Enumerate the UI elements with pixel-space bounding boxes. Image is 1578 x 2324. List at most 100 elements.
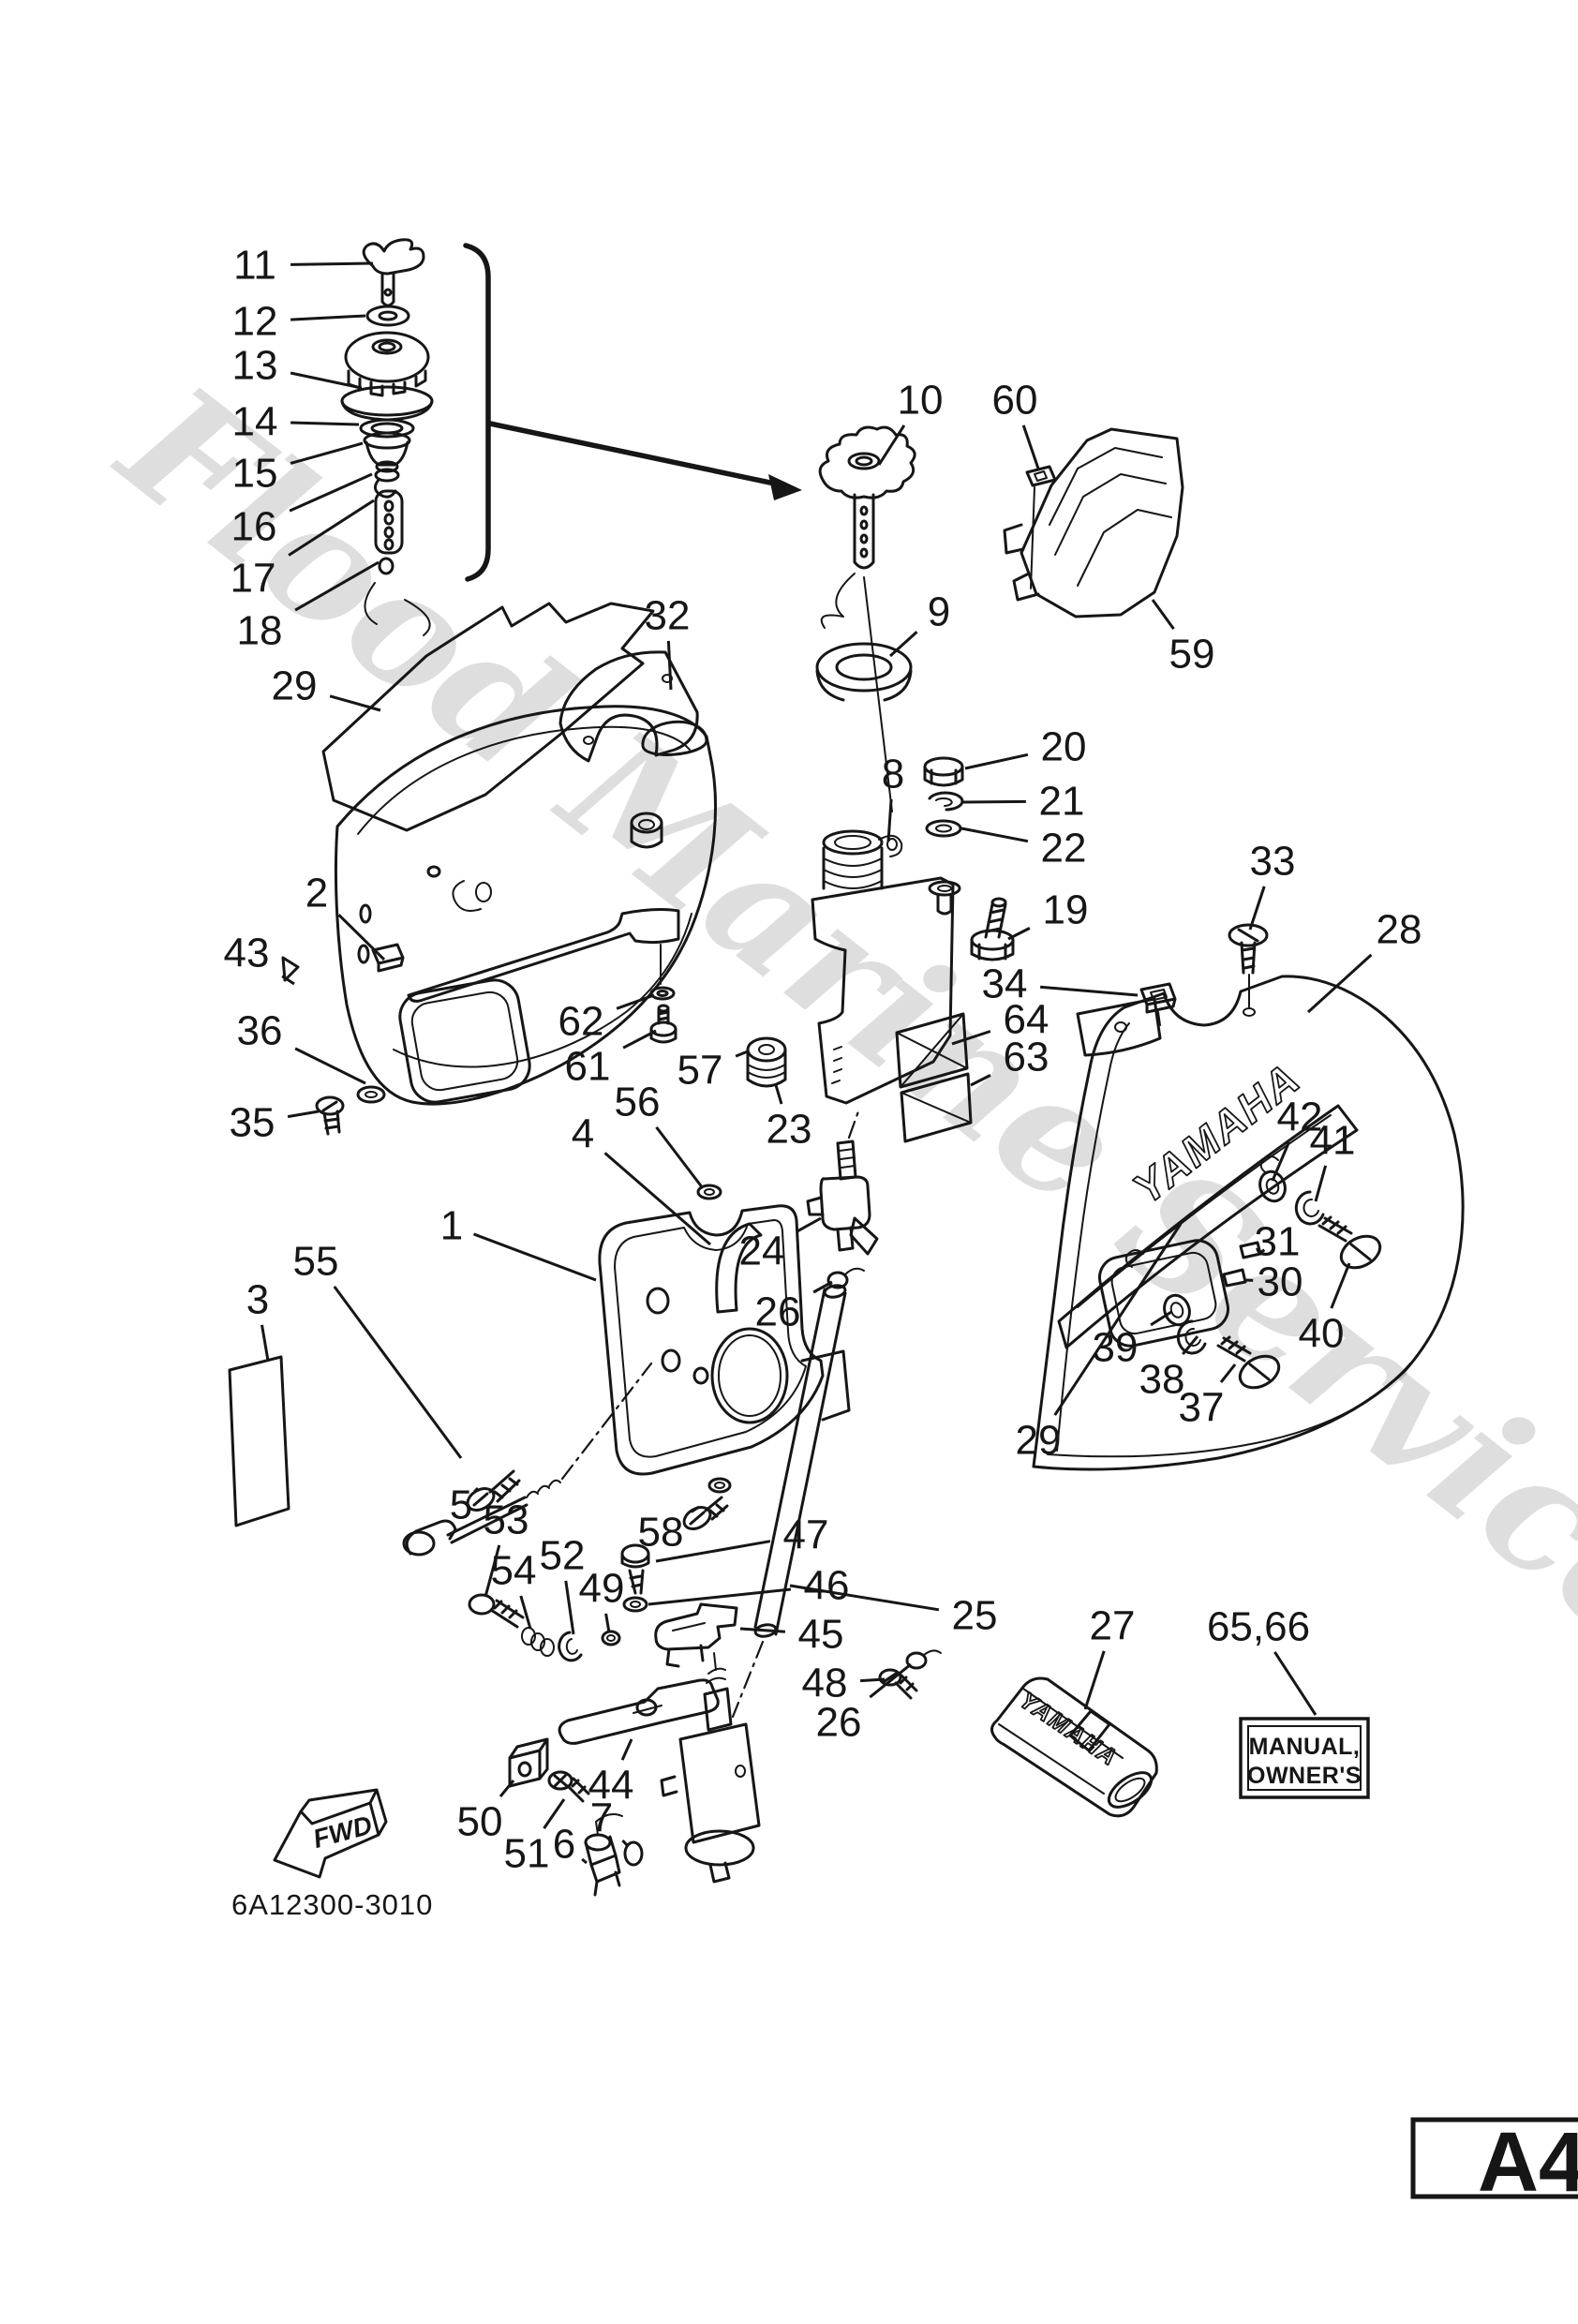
callout-28: 28: [1377, 907, 1422, 953]
spring-54: [521, 1627, 555, 1657]
callout-18: 18: [237, 608, 283, 654]
bolt-53: [468, 1593, 525, 1629]
bracket-45: [654, 1602, 738, 1668]
callout-42: 42: [1277, 1095, 1323, 1140]
lever-44: [558, 1678, 720, 1745]
callout-33: 33: [1250, 839, 1296, 885]
c-washer-52: [558, 1631, 583, 1662]
bracket-59: [1003, 427, 1184, 618]
fuel-cock-24: [806, 1110, 879, 1256]
screw-33: [1228, 923, 1269, 1017]
leader-35: [287, 1110, 320, 1119]
leader-36: [294, 1047, 366, 1085]
callout-52: 52: [540, 1533, 586, 1579]
screw-5: [466, 1469, 521, 1512]
callout-56: 56: [615, 1080, 661, 1125]
callout-12: 12: [232, 299, 278, 345]
leader-5: [473, 1486, 480, 1493]
leader-31: [1260, 1248, 1266, 1254]
callout-16: 16: [231, 504, 277, 550]
cowl-fasteners: [1163, 1169, 1382, 1390]
callout-46: 46: [804, 1563, 850, 1609]
washer-62: [649, 986, 676, 1001]
callout-4: 4: [572, 1111, 594, 1157]
bottom-cowl-2: [334, 705, 717, 1106]
callout-43: 43: [224, 931, 270, 976]
manual-label-line1: MANUAL,: [1249, 1734, 1361, 1760]
leader-23: [774, 1084, 783, 1105]
callout-5: 5: [450, 1482, 472, 1528]
callout-40: 40: [1299, 1311, 1345, 1357]
watermark-text: Flood Marine Services: [85, 346, 1578, 1739]
callout-13: 13: [232, 343, 278, 389]
leader-14: [290, 421, 360, 426]
leader-28: [1306, 953, 1373, 1014]
callout-14: 14: [232, 399, 278, 445]
leader-39: [1150, 1310, 1172, 1327]
leader-43: [281, 975, 295, 986]
callout-24: 24: [739, 1229, 785, 1274]
leader-62: [616, 993, 655, 1010]
leader-61: [622, 1029, 657, 1050]
cowl-protector-29: [321, 602, 655, 832]
leader-20: [964, 752, 1029, 770]
leader-53: [484, 1544, 501, 1598]
screw-48: [878, 1668, 918, 1700]
callout-9: 9: [928, 589, 950, 635]
stop-switch-6: [584, 1813, 623, 1897]
seal-ring-4: [696, 1184, 789, 1424]
leader-38: [1182, 1335, 1199, 1356]
callout-61: 61: [565, 1044, 611, 1090]
leader-8: [886, 798, 893, 842]
callout-36: 36: [237, 1008, 283, 1054]
callout-41: 41: [1310, 1118, 1356, 1164]
bolt-61: [649, 1004, 677, 1044]
callout-1: 1: [440, 1203, 463, 1249]
fuel-tank-8: [811, 829, 973, 1143]
callout-20: 20: [1041, 724, 1087, 770]
callout-53: 53: [484, 1497, 529, 1543]
leader-54: [519, 1595, 532, 1630]
callout-6: 6: [553, 1822, 575, 1868]
washer-49: [601, 1630, 621, 1646]
leader-58: [690, 1505, 700, 1513]
leader-15: [290, 441, 364, 465]
callout-64: 64: [1004, 997, 1050, 1043]
callout-55: 55: [293, 1239, 339, 1285]
callout-8: 8: [882, 752, 904, 797]
callout-38: 38: [1139, 1357, 1185, 1403]
leader-60: [1021, 425, 1040, 469]
leader-44: [620, 1738, 633, 1761]
screw-58: [682, 1477, 732, 1530]
leader-45: [739, 1627, 786, 1633]
owners-manual-box: MANUAL, OWNER'S: [1239, 1717, 1370, 1799]
callout-17: 17: [231, 556, 276, 602]
leader-22: [960, 827, 1029, 843]
callout-26: 26: [816, 1700, 862, 1746]
leader-13: [290, 371, 363, 390]
callout-29: 29: [1016, 1418, 1062, 1464]
callout-48: 48: [802, 1661, 848, 1706]
leader-16: [289, 472, 373, 513]
ring-26-lower: [905, 1649, 942, 1670]
rubber-mount-57-23: [746, 1036, 787, 1088]
screw-51: [547, 1770, 590, 1803]
leader-57: [735, 1050, 749, 1058]
callout-23: 23: [767, 1107, 812, 1153]
callout-63: 63: [1004, 1035, 1050, 1080]
callout-25: 25: [952, 1593, 998, 1639]
screw-35: [315, 1095, 345, 1136]
callout-58: 58: [638, 1510, 684, 1556]
leader-18: [294, 560, 380, 612]
leader-2: [337, 914, 386, 961]
leader-7: [621, 1839, 630, 1848]
callout-11: 11: [233, 243, 276, 289]
leader-65,66: [1273, 1651, 1317, 1716]
leader-40: [1330, 1262, 1351, 1309]
callout-49: 49: [579, 1566, 625, 1612]
decal-3: [228, 1355, 290, 1527]
callout-51: 51: [504, 1831, 550, 1877]
leader-47: [655, 1540, 771, 1563]
damper-block-50: [508, 1737, 549, 1788]
